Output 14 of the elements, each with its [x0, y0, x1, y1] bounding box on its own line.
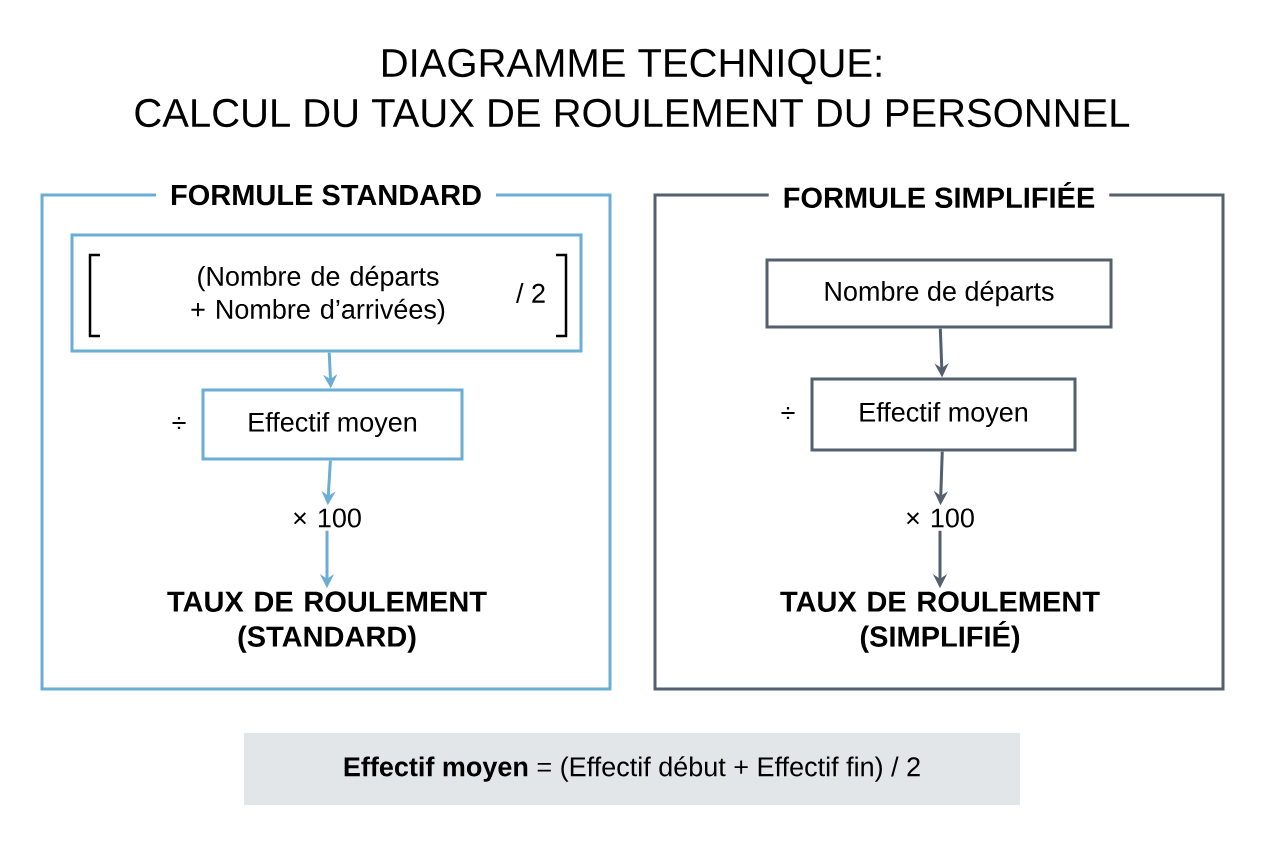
operation-label: × 100 — [906, 508, 974, 528]
process-box: Effectif moyen — [810, 377, 1077, 452]
process-box: Nombre de départs — [765, 258, 1113, 329]
panel-heading: FORMULE SIMPLIFIÉE — [768, 180, 1110, 210]
result-label: TAUX DE ROULEMENT (STANDARD) — [167, 591, 487, 653]
result-label: TAUX DE ROULEMENT (SIMPLIFIÉ) — [780, 591, 1100, 653]
operator-sign: ÷ — [172, 417, 186, 430]
definition-box: Effectif moyen = (Effectif début + Effectif fin) / 2 — [243, 732, 1021, 806]
title: DIAGRAMME TECHNIQUE: CALCUL DU TAUX DE ROULEMENT DU PERSONNEL — [135, 48, 1130, 128]
operation-label: × 100 — [293, 508, 361, 528]
formula-box: (Nombre de départs + Nombre d’arrivées) / 2 — [70, 233, 583, 353]
process-box: Effectif moyen — [201, 388, 464, 461]
panel-heading: FORMULE STANDARD — [156, 182, 496, 208]
operator-sign: ÷ — [781, 407, 795, 420]
